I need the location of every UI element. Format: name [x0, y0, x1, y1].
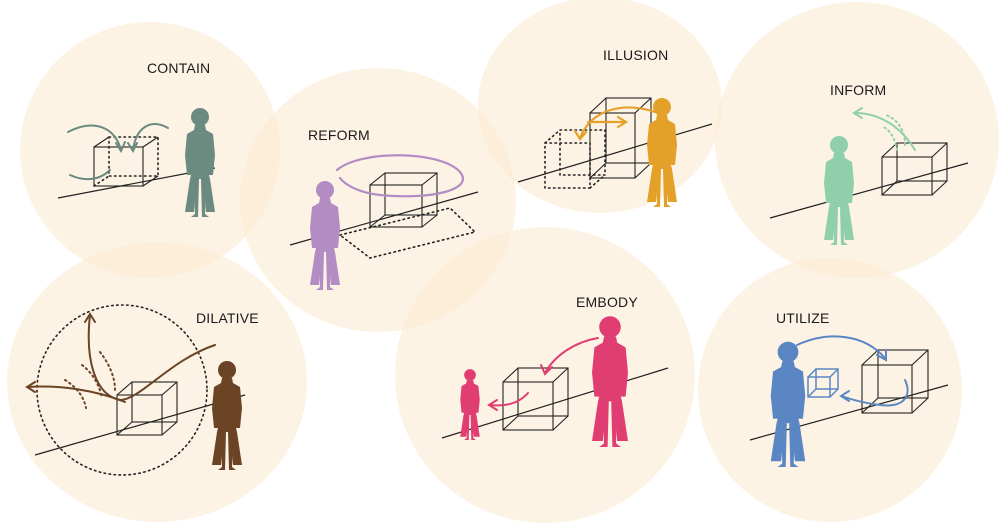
cube-icon — [338, 172, 477, 259]
panel-inform: INFORM — [769, 82, 969, 245]
arrow-icon — [67, 123, 169, 181]
label-dilative: DILATIVE — [196, 310, 259, 326]
ground-line — [769, 162, 969, 219]
ground-line — [34, 394, 246, 456]
cube-icon — [861, 349, 929, 414]
panel-contain: CONTAIN — [57, 60, 216, 217]
label-reform: REFORM — [308, 127, 370, 143]
small-cube-icon — [807, 368, 839, 398]
arrow-icon — [25, 312, 216, 409]
label-utilize: UTILIZE — [776, 310, 830, 326]
panel-illusion: ILLUSION — [517, 47, 713, 207]
ground-line — [517, 123, 713, 183]
background-blobs — [7, 0, 999, 523]
blob-inform — [715, 2, 999, 278]
arrow-icon — [573, 106, 657, 141]
label-contain: CONTAIN — [147, 60, 210, 76]
panel-embody: EMBODY — [441, 294, 669, 447]
panel-utilize: UTILIZE — [749, 310, 949, 467]
arrow-icon — [335, 154, 464, 198]
panel-dilative: DILATIVE — [25, 304, 259, 476]
arrow-icon — [796, 335, 909, 407]
blob-illusion — [478, 0, 722, 213]
ground-line — [441, 367, 669, 439]
arrow-icon — [487, 337, 599, 411]
label-illusion: ILLUSION — [603, 47, 668, 63]
arrow-icon — [852, 107, 916, 151]
label-inform: INFORM — [830, 82, 886, 98]
cube-icon — [881, 142, 948, 196]
label-embody: EMBODY — [576, 294, 638, 310]
panel-reform: REFORM — [289, 127, 479, 290]
range-circle — [36, 304, 208, 476]
blob-contain — [20, 22, 280, 278]
